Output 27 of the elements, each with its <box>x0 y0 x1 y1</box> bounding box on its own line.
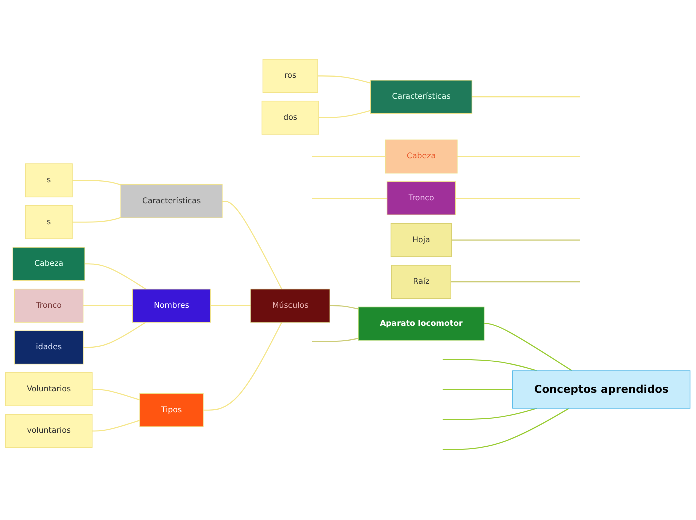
connector <box>442 359 538 372</box>
connector <box>204 322 282 411</box>
connector <box>83 322 146 348</box>
connector <box>222 200 282 290</box>
node-box: Conceptos aprendidos <box>512 370 691 409</box>
connector <box>92 420 140 432</box>
connector <box>442 408 570 450</box>
connector <box>484 323 573 372</box>
connector <box>83 305 133 306</box>
connector <box>442 408 538 420</box>
connector <box>210 305 252 306</box>
connector <box>72 217 122 223</box>
connector <box>451 282 580 283</box>
connector <box>442 389 513 390</box>
connector <box>92 388 140 401</box>
connector <box>456 198 580 200</box>
connector <box>72 180 122 186</box>
connector <box>312 338 359 342</box>
connector <box>330 305 359 310</box>
connector <box>318 110 371 118</box>
connector <box>452 240 580 241</box>
connector <box>472 96 580 98</box>
connector <box>318 76 371 84</box>
connector <box>312 198 388 200</box>
connector <box>457 156 580 158</box>
connector <box>312 156 386 158</box>
connector <box>85 264 146 290</box>
